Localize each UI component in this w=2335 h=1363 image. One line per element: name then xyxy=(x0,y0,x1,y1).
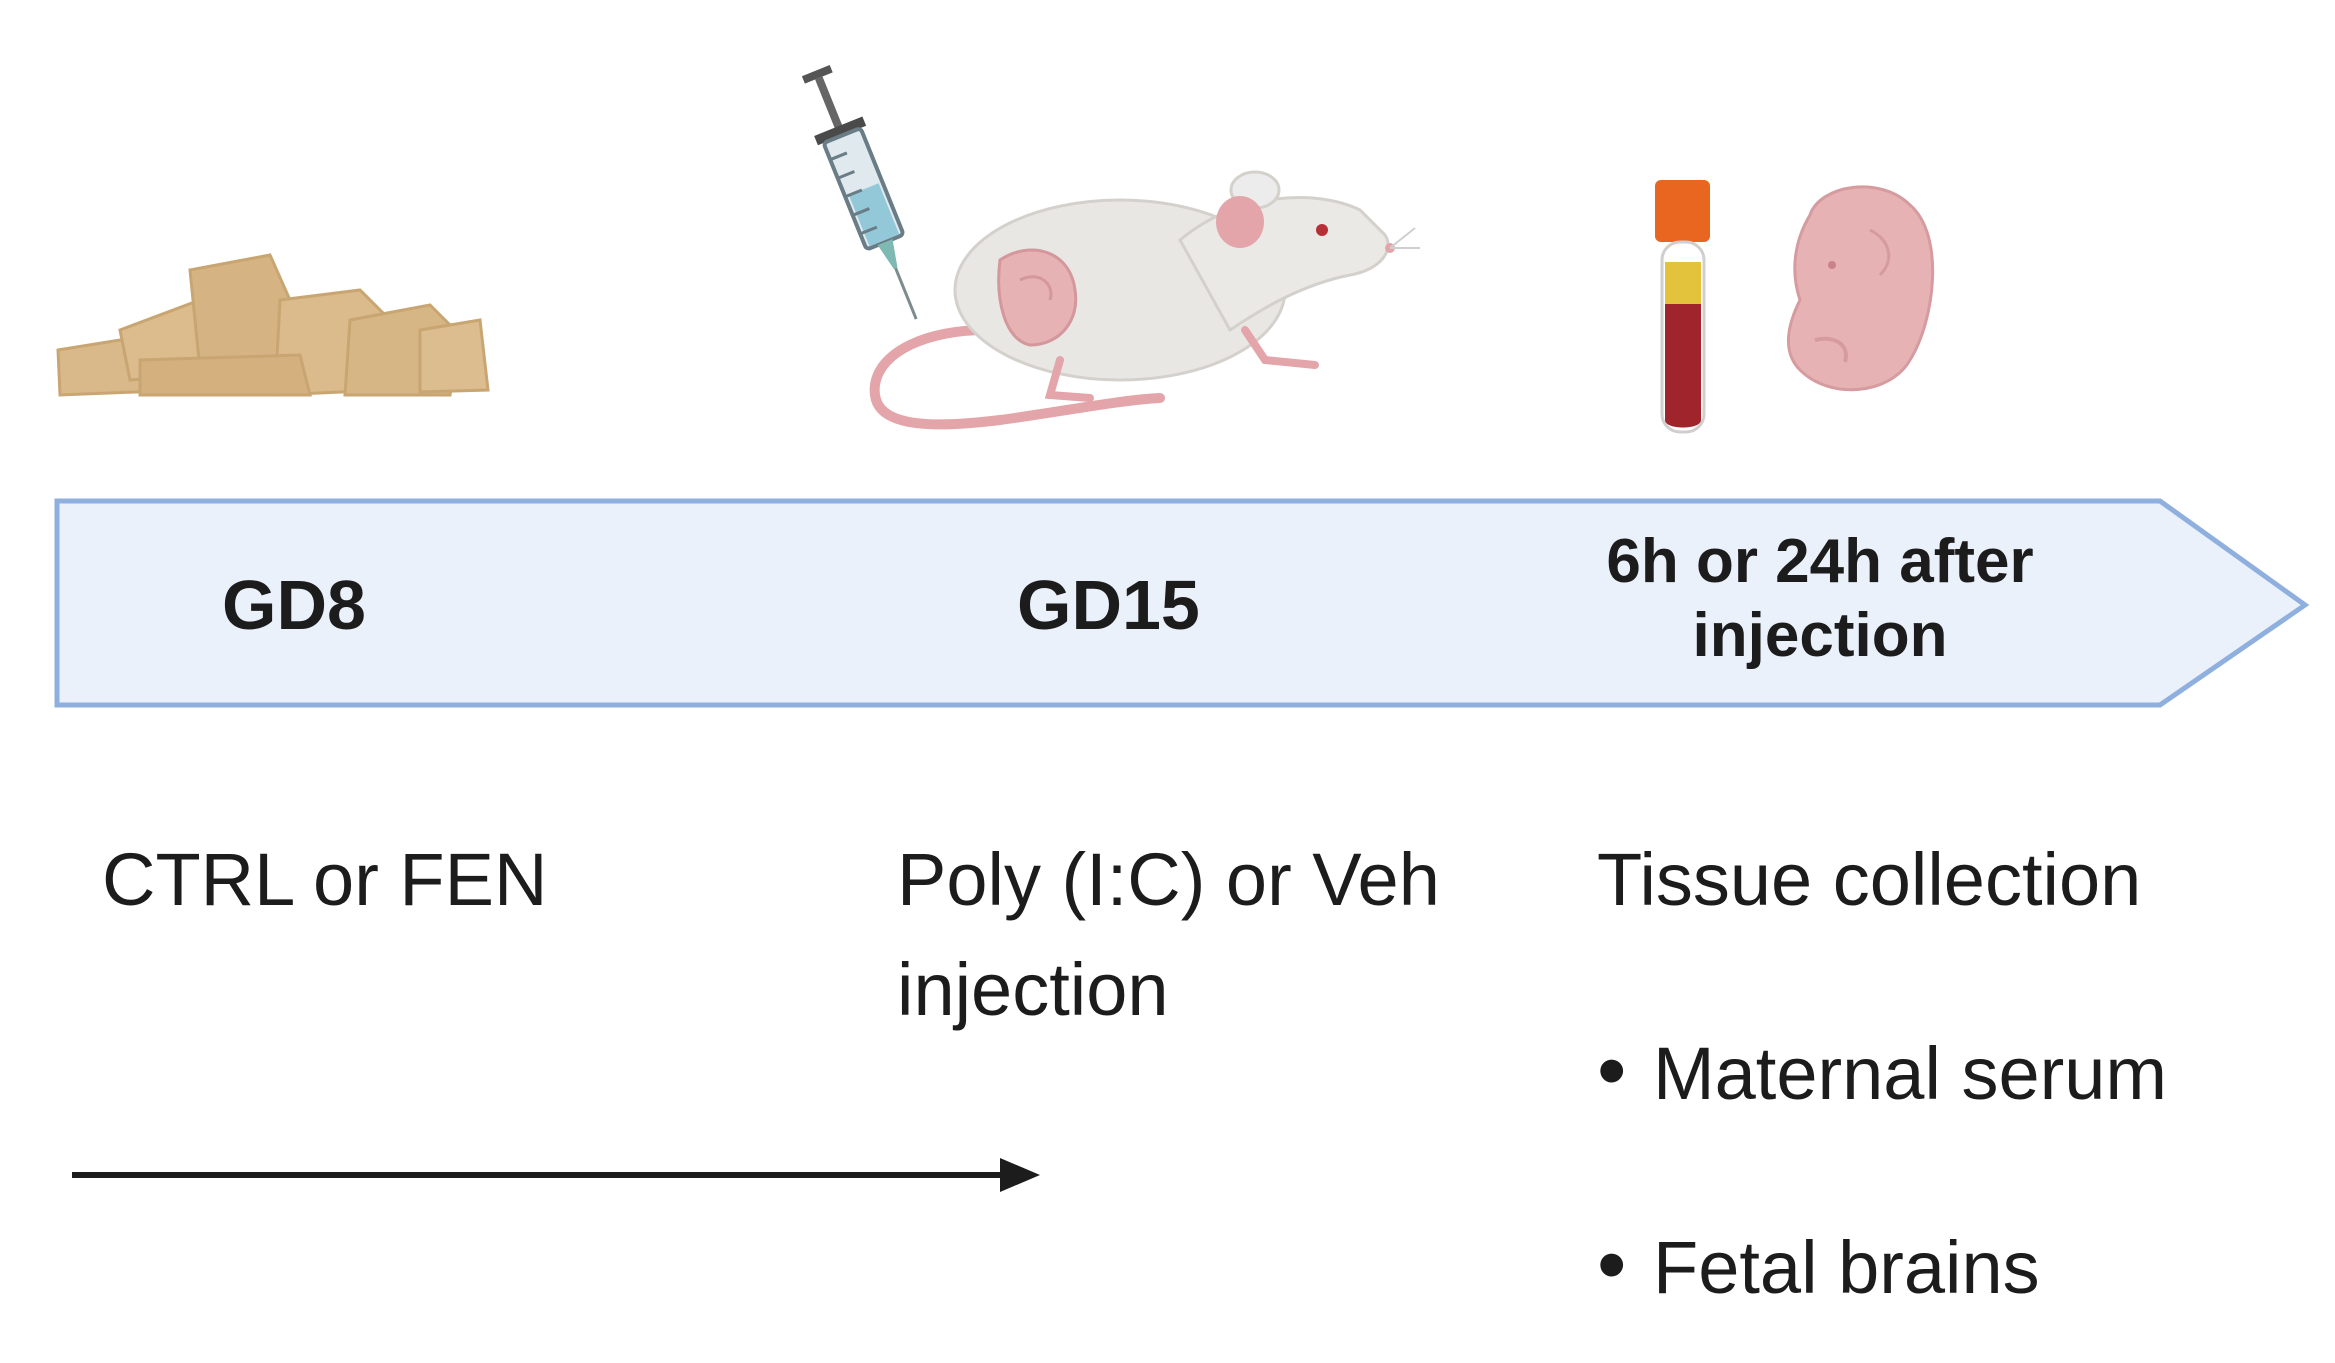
stage-gd15-description-line: injection xyxy=(897,948,1169,1031)
list-item-text: Maternal serum xyxy=(1653,1032,2168,1115)
stage-collection-label: 6h or 24h after injection xyxy=(1560,525,2080,673)
stage-gd8-description: CTRL or FEN xyxy=(102,838,548,921)
blood-tube-icon xyxy=(1655,180,1710,434)
list-item-text: Fetal brains xyxy=(1653,1226,2040,1309)
syringe-icon xyxy=(801,64,918,320)
list-item: Maternal serum xyxy=(1597,975,2167,1169)
stage-gd15-description-line: Poly (I:C) or Veh xyxy=(897,838,1440,921)
timeline-arrow xyxy=(54,498,2310,708)
progression-arrow xyxy=(72,1158,1040,1192)
stage-gd8-label: GD8 xyxy=(222,566,366,644)
stage-collection-description: Tissue collection xyxy=(1597,838,2142,921)
list-item: Fetal brains xyxy=(1597,1169,2167,1363)
stage-collection-label-line: injection xyxy=(1692,601,1948,670)
fetus-icon xyxy=(1786,185,1935,392)
stage-gd15-description: Poly (I:C) or Veh injection xyxy=(897,825,1440,1045)
stage-gd15-label: GD15 xyxy=(1017,566,1200,644)
food-pellets-icon xyxy=(56,253,490,397)
stage-collection-label-line: 6h or 24h after xyxy=(1606,527,2034,596)
pregnant-mouse-icon xyxy=(869,170,1420,430)
tissue-list: Maternal serum Fetal brains xyxy=(1597,975,2167,1363)
